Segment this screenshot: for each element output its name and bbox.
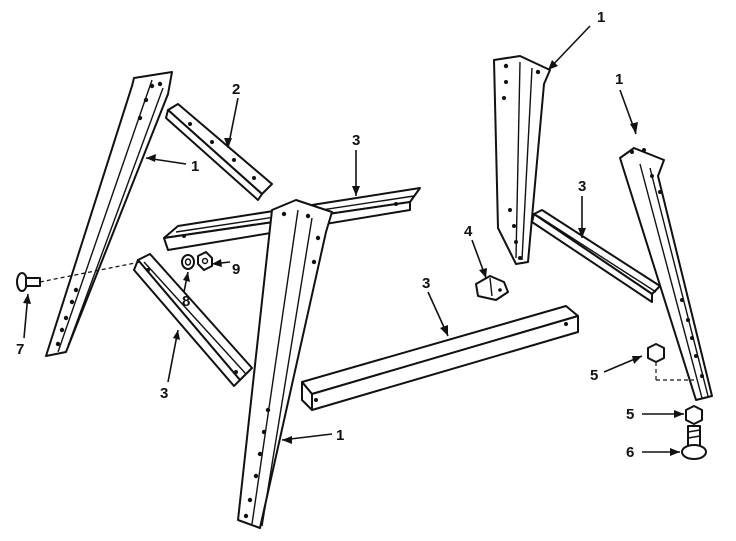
callout-bracket: 4	[464, 223, 473, 240]
leader-lines	[23, 25, 684, 456]
leveling-foot-part	[681, 425, 707, 460]
callout-stiffener-right: 3	[578, 178, 586, 195]
callout-lockwasher: 8	[182, 293, 190, 310]
callout-hex-nut: 9	[232, 261, 240, 278]
callout-nut-lower: 5	[626, 406, 634, 423]
stiffener-front-part	[301, 305, 579, 411]
callout-stiffener-front: 3	[422, 275, 430, 292]
bracket-part	[475, 275, 509, 301]
nut-upper-part	[647, 343, 694, 381]
lockwasher-part	[181, 254, 195, 270]
stiffener-left-part	[133, 253, 253, 387]
carriage-bolt-part	[16, 261, 141, 292]
callout-carriage-bolt: 7	[16, 341, 24, 358]
callout-stiffener-top: 3	[352, 132, 360, 149]
hex-nut-part	[197, 251, 213, 271]
leg-far-right-part	[619, 147, 713, 401]
callout-brace-short: 2	[232, 81, 240, 98]
callout-leg-front: 1	[336, 427, 344, 444]
callout-stiffener-left: 3	[160, 385, 168, 402]
leg-upper-left-part	[45, 71, 173, 357]
callout-leg-far-right: 1	[615, 71, 623, 88]
nut-lower-part	[685, 405, 703, 425]
callout-leg-upper-left: 1	[191, 158, 199, 175]
leg-top-right-part	[493, 55, 551, 265]
stiffener-right-part	[531, 209, 661, 303]
callout-leg-top-right: 1	[597, 9, 605, 26]
callout-leveling-foot: 6	[626, 444, 634, 461]
leg-front-part	[237, 199, 333, 529]
callout-nut-upper: 5	[590, 367, 598, 384]
brace-short-part	[165, 103, 273, 201]
